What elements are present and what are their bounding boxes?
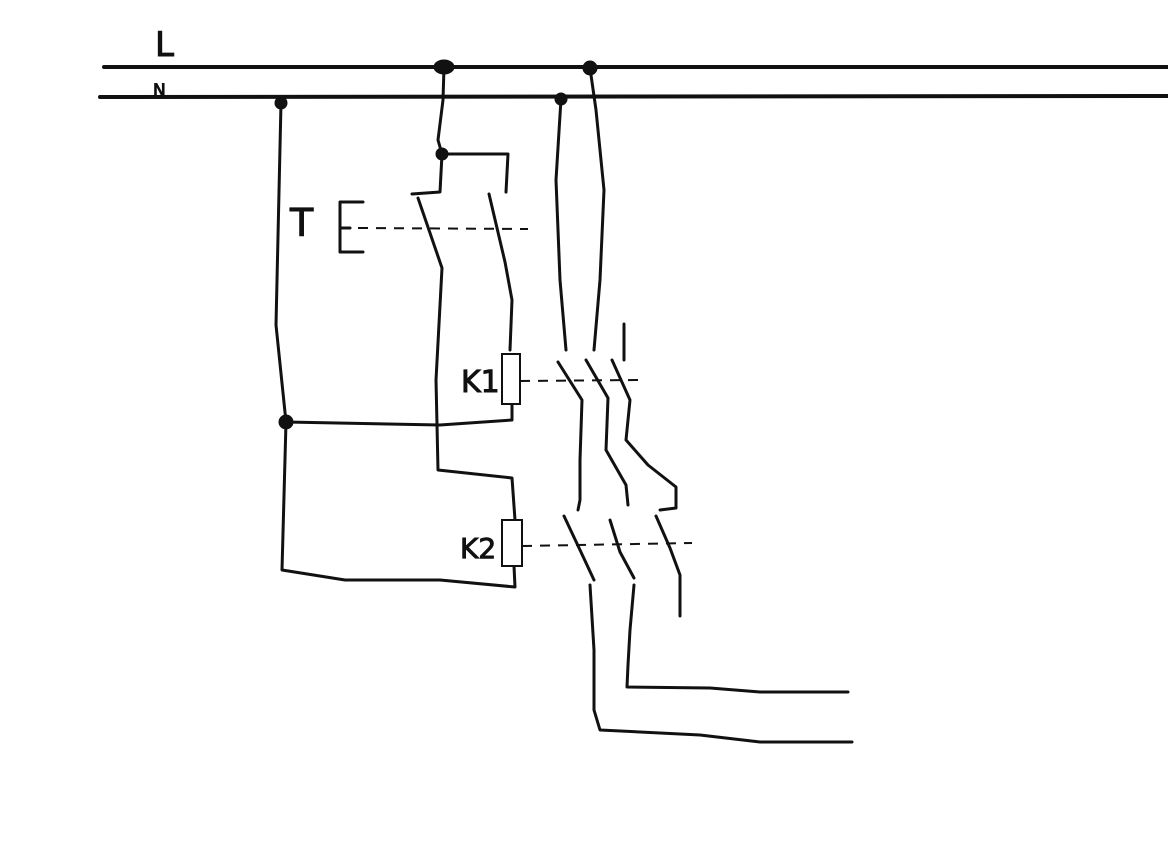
k2-coil-label: K2 — [460, 532, 496, 565]
pushbutton-label: T — [289, 201, 314, 245]
k1-linkage — [519, 379, 639, 382]
control-neutral-wire — [274, 101, 517, 589]
control-live-wire — [410, 65, 446, 196]
main-supply-wire-2 — [588, 66, 606, 352]
k1-coil — [501, 353, 521, 405]
k2-main-contact — [562, 514, 596, 582]
load-wire-2 — [625, 583, 850, 694]
k2-coil — [501, 519, 523, 567]
pushbutton-nc-contact — [416, 196, 517, 522]
k1-main-contact — [556, 360, 584, 512]
neutral-rail-N — [98, 94, 1168, 99]
k1-main-contact — [584, 358, 630, 507]
pushbutton-top-wire — [440, 152, 510, 194]
k2-main-contact — [654, 514, 682, 618]
main-supply-wire-1 — [554, 97, 568, 352]
neutral-rail-label: N — [153, 81, 166, 101]
k2-main-contact — [608, 518, 636, 580]
k1-coil-label: K1 — [461, 365, 500, 400]
pushbutton-linkage — [357, 227, 529, 230]
line-rail-label: L — [155, 25, 174, 65]
pushbutton-no-contact — [487, 192, 514, 352]
pushbutton-actuator — [338, 200, 365, 254]
k1-return-wire — [284, 402, 514, 427]
load-wire-1 — [588, 583, 854, 744]
k1-main-contact — [610, 358, 678, 512]
